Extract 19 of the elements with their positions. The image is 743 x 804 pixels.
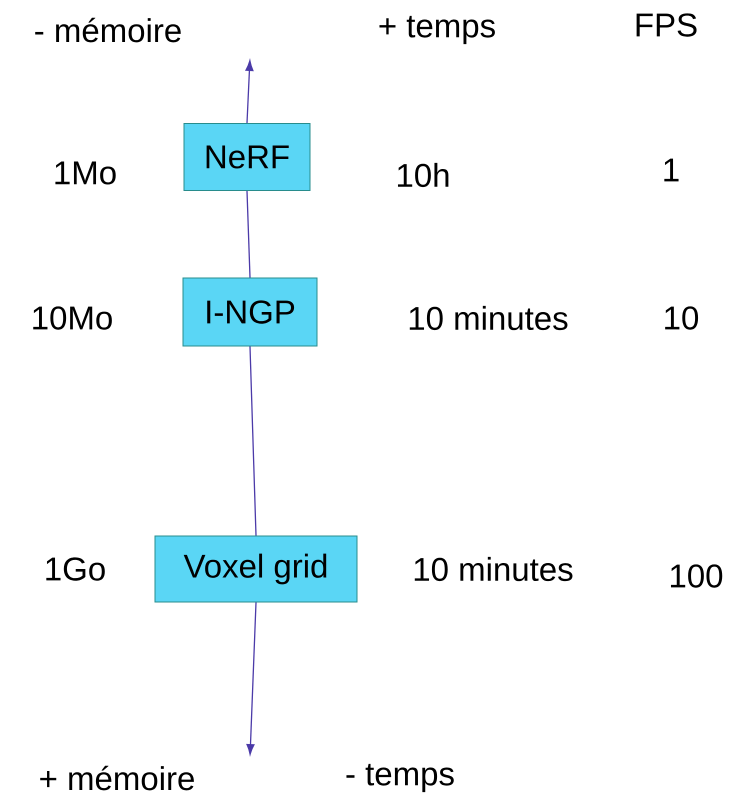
axis-label: + temps — [379, 16, 495, 44]
axis-label: 10 — [665, 306, 698, 330]
axis-label: 10 minutes — [410, 306, 568, 330]
arrow — [246, 602, 257, 755]
axis-label: 100 — [670, 564, 722, 588]
axis-label: FPS — [636, 13, 697, 37]
axis-label: 1Mo — [55, 162, 116, 185]
method-box: NeRF — [184, 123, 310, 191]
axis-label: - temps — [346, 764, 454, 792]
axis-label: + mémoire — [40, 766, 194, 790]
axis-label: 10Mo — [33, 306, 112, 330]
method-box: Voxel grid — [154, 536, 358, 602]
axis-label: - mémoire — [35, 18, 181, 42]
method-box: I-NGP — [182, 278, 318, 346]
axis-label: 1 — [664, 158, 679, 182]
arrow — [245, 60, 254, 124]
axis-label: 1Go — [46, 557, 105, 581]
axis-label: 10 minutes — [414, 556, 572, 582]
axis-label: 10h — [398, 162, 448, 188]
